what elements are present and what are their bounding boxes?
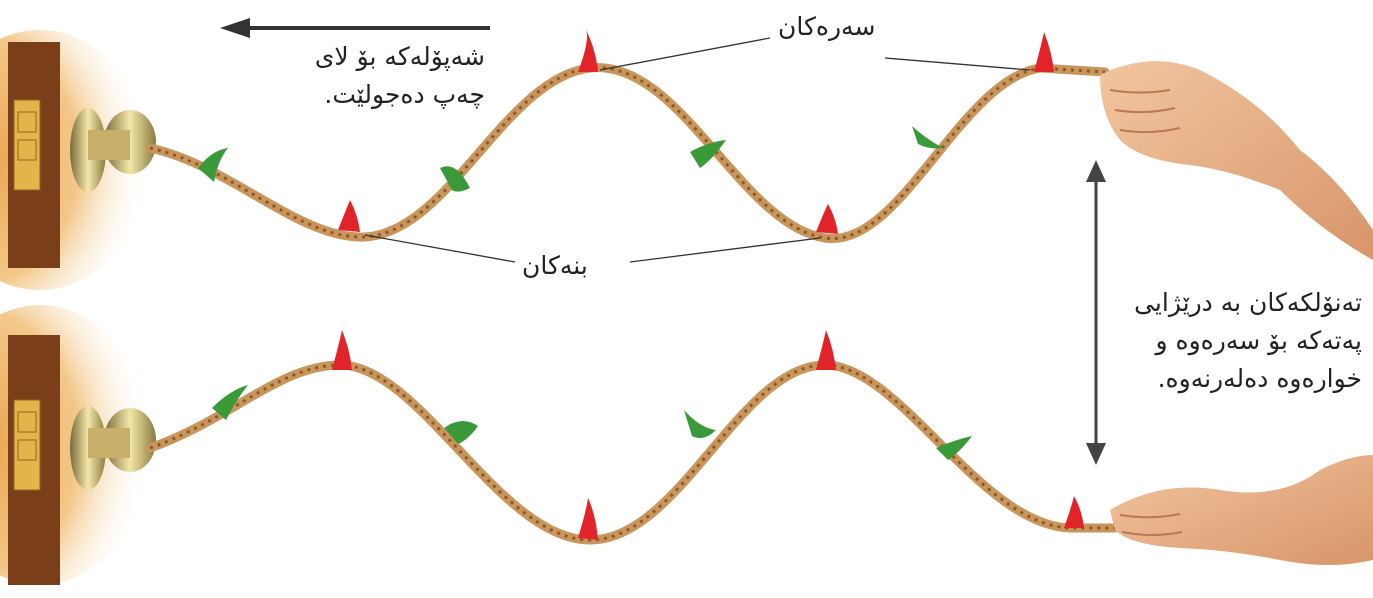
left-arrow-icon xyxy=(220,18,490,38)
trough-leader-line xyxy=(630,238,820,262)
hand-icon xyxy=(1110,455,1373,565)
peak-marker xyxy=(1034,32,1054,72)
wave-direction-caption: شەپۆلەکە بۆ لای چەپ دەجولێت. xyxy=(240,38,485,114)
middle-marker xyxy=(684,410,716,438)
particle-motion-line-3: خوارەوە دەلەرنەوە. xyxy=(1100,360,1362,398)
wave-direction-line-2: چەپ دەجولێت. xyxy=(240,76,485,114)
wave-direction-line-1: شەپۆلەکە بۆ لای xyxy=(240,38,485,76)
top-rope-system xyxy=(0,18,1373,290)
peak-marker xyxy=(578,30,598,72)
bottom-rope xyxy=(150,365,1115,540)
trough-marker xyxy=(816,204,838,234)
troughs-label: بنەکان xyxy=(522,247,588,285)
particle-motion-caption: تەنۆلکەکان بە درێژایی پەتەکە بۆ سەرەوە و… xyxy=(1100,284,1362,398)
trough-marker xyxy=(1064,496,1084,528)
wall-mount-icon xyxy=(0,30,156,290)
peak-marker xyxy=(816,330,836,370)
hand-icon xyxy=(1100,61,1373,260)
trough-leader-line xyxy=(365,235,515,262)
particle-motion-line-1: تەنۆلکەکان بە درێژایی xyxy=(1100,284,1362,322)
peaks-label: سەرەکان xyxy=(778,8,875,46)
peak-leader-line xyxy=(600,38,770,70)
wall-mount-icon xyxy=(0,305,156,585)
peak-marker xyxy=(332,330,352,370)
trough-marker xyxy=(338,200,360,232)
particle-motion-line-2: پەتەکە بۆ سەرەوە و xyxy=(1100,322,1362,360)
trough-marker xyxy=(578,498,598,540)
peak-leader-line xyxy=(885,58,1030,70)
